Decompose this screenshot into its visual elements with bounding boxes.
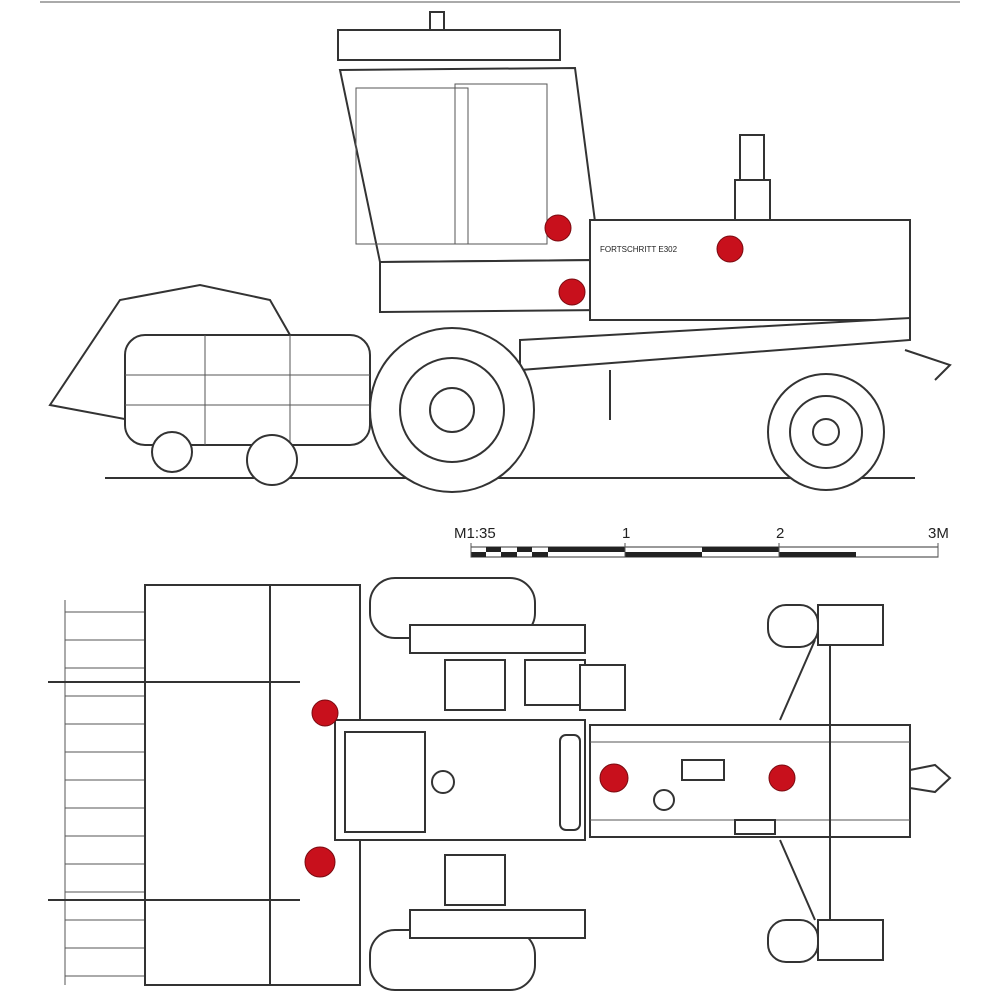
front-drive-wheel [369,327,535,493]
filler-cap [653,789,675,811]
cab-roof [337,29,561,61]
scale-segments [471,547,856,557]
side-view: FORTSCHRITT E302 [48,11,952,493]
air-intake [734,179,771,221]
marker-cab-base [558,278,586,306]
scale-tick-1: 1 [622,525,630,542]
engine-housing [589,219,911,321]
gauge-wheel [246,434,298,486]
marker-header-left [311,699,339,727]
scale-bar: M1:35 1 2 3M [454,525,949,558]
step-plate [444,854,506,906]
header-auger [144,584,361,986]
deck-cover [681,759,725,781]
beacon-light [429,11,445,31]
roof-light [431,770,455,794]
rear-hub [812,418,840,446]
scale-tick-3: 3M [928,525,949,542]
right-axle [409,909,586,939]
cab-top [334,719,586,841]
top-view [48,577,952,991]
front-hub [429,387,475,433]
tow-hitch [904,349,952,381]
rear-rim [789,395,863,469]
marker-header-right [304,846,336,878]
gauge-wheel-rear [151,431,193,473]
scale-tick-2: 2 [776,525,784,542]
wheel-hub-left [817,604,884,646]
step-plate [524,659,586,706]
cab-rail [559,734,581,831]
front-rim [399,357,505,463]
main-frame [519,316,911,372]
marker-deck-front [599,763,629,793]
marker-engine [716,235,744,263]
left-axle [409,624,586,654]
rear-wheel-right [767,919,819,963]
tow-hitch [909,763,952,794]
header-drum [124,334,371,446]
wheel-hub-right [817,919,884,961]
deck-handle [734,819,776,835]
cab-window-side [454,83,548,245]
scale-ratio-label: M1:35 [454,525,496,542]
steering-arms [779,639,816,921]
rear-steer-wheel [767,373,885,491]
cab-window-front [355,87,469,245]
step-plate [444,659,506,711]
cab-label: FORTSCHRITT E302 [600,245,678,254]
step-plate [579,664,626,711]
cab-roof-hatch [344,731,426,833]
rear-wheel-left [767,604,819,648]
marker-deck-rear [768,764,796,792]
marker-cab [544,214,572,242]
engine-deck [589,724,911,838]
